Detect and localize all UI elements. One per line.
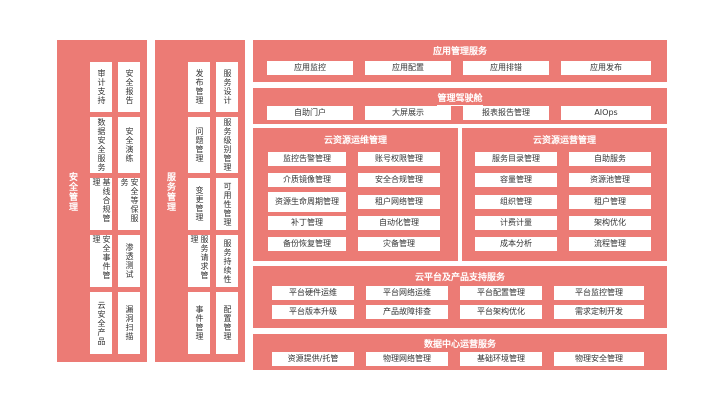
app-item-troubleshoot: 应用排错 xyxy=(463,61,549,75)
service-item-design: 服务设计 xyxy=(216,62,238,112)
service-item-change: 变更管理 xyxy=(188,178,210,230)
app-item-release: 应用发布 xyxy=(561,61,651,75)
security-item-cloud-product: 云安全产品 xyxy=(90,292,112,354)
dc-item-physical-net: 物理网络管理 xyxy=(366,352,448,366)
security-item-report: 安全报告 xyxy=(118,62,140,112)
security-item-drill: 安全演练 xyxy=(118,117,140,173)
ops-item-patch: 补丁管理 xyxy=(268,216,346,230)
app-item-config: 应用配置 xyxy=(365,61,451,75)
security-item-audit: 审计支持 xyxy=(90,62,112,112)
ops-item-compliance: 安全合规管理 xyxy=(358,173,440,187)
ops-item-alarm: 监控告警管理 xyxy=(268,152,346,166)
security-item-data-security: 数据安全服务 xyxy=(90,117,112,173)
service-mgmt-title: 服务管理 xyxy=(165,172,175,212)
ops-item-backup: 备份恢复管理 xyxy=(268,237,346,251)
dc-item-hosting: 资源提供/托管 xyxy=(272,352,354,366)
cloud-ops-title: 云资源运维管理 xyxy=(323,136,387,146)
ops-item-tenant-net: 租户网络管理 xyxy=(358,195,440,209)
security-item-baseline: 基线合规管理 xyxy=(90,178,112,230)
platform-item-hw: 平台硬件运维 xyxy=(272,286,354,300)
cockpit-item-reports: 报表报告管理 xyxy=(463,106,549,120)
run-item-org: 组织管理 xyxy=(475,195,557,209)
run-item-pool: 资源池管理 xyxy=(569,173,651,187)
run-item-catalog: 服务目录管理 xyxy=(475,152,557,166)
service-item-release: 发布管理 xyxy=(188,62,210,112)
service-item-availability: 可用性管理 xyxy=(216,178,238,230)
cockpit-title: 管理驾驶舱 xyxy=(253,91,667,106)
run-item-arch: 架构优化 xyxy=(569,216,651,230)
service-item-problem: 问题管理 xyxy=(188,117,210,173)
dc-item-environment: 基础环境管理 xyxy=(460,352,542,366)
platform-item-custom: 需求定制开发 xyxy=(554,305,644,319)
security-item-compliance: 安全等保服务 xyxy=(118,178,140,230)
run-item-process: 流程管理 xyxy=(569,237,651,251)
ops-item-image: 介质镜像管理 xyxy=(268,173,346,187)
service-item-request: 服务请求管理 xyxy=(188,235,210,287)
platform-item-config: 平台配置管理 xyxy=(460,286,542,300)
platform-item-monitor: 平台监控管理 xyxy=(554,286,644,300)
service-item-config: 配置管理 xyxy=(216,292,238,354)
platform-item-upgrade: 平台版本升级 xyxy=(272,305,354,319)
ops-item-account: 账号权限管理 xyxy=(358,152,440,166)
dc-item-physical-security: 物理安全管理 xyxy=(554,352,644,366)
ops-item-lifecycle: 资源生命周期管理 xyxy=(268,192,346,212)
app-service-title: 应用管理服务 xyxy=(432,47,487,57)
platform-item-fault: 产品故障排查 xyxy=(366,305,448,319)
ops-item-dr: 灾备管理 xyxy=(358,237,440,251)
run-item-billing: 计费计量 xyxy=(475,216,557,230)
run-item-selfservice: 自助服务 xyxy=(569,152,651,166)
cockpit-item-aiops: AIOps xyxy=(561,106,651,120)
platform-item-arch: 平台架构优化 xyxy=(460,305,542,319)
app-item-monitor: 应用监控 xyxy=(267,61,353,75)
security-item-incident: 安全事件管理 xyxy=(90,235,112,287)
security-item-vuln-scan: 漏洞扫描 xyxy=(118,292,140,354)
service-item-event: 事件管理 xyxy=(188,292,210,354)
cockpit-item-portal: 自助门户 xyxy=(267,106,353,120)
run-item-tenant: 租户管理 xyxy=(569,195,651,209)
platform-item-net: 平台网络运维 xyxy=(366,286,448,300)
ops-item-lifecycle-text: 资源生命周期管理 xyxy=(275,197,339,206)
cloud-run-title: 云资源运营管理 xyxy=(532,136,596,146)
datacenter-title: 数据中心运营服务 xyxy=(423,340,496,350)
run-item-cost: 成本分析 xyxy=(475,237,557,251)
ops-item-automation: 自动化管理 xyxy=(358,216,440,230)
service-item-sla: 服务级别管理 xyxy=(216,117,238,173)
security-item-pentest: 渗透测试 xyxy=(118,235,140,287)
cockpit-title-text: 管理驾驶舱 xyxy=(437,94,483,106)
platform-title: 云平台及产品支持服务 xyxy=(414,273,505,283)
cockpit-item-bigscreen: 大屏展示 xyxy=(365,106,451,120)
service-item-continuity: 服务持续性 xyxy=(216,235,238,287)
run-item-capacity: 容量管理 xyxy=(475,173,557,187)
security-title: 安全管理 xyxy=(67,172,77,212)
